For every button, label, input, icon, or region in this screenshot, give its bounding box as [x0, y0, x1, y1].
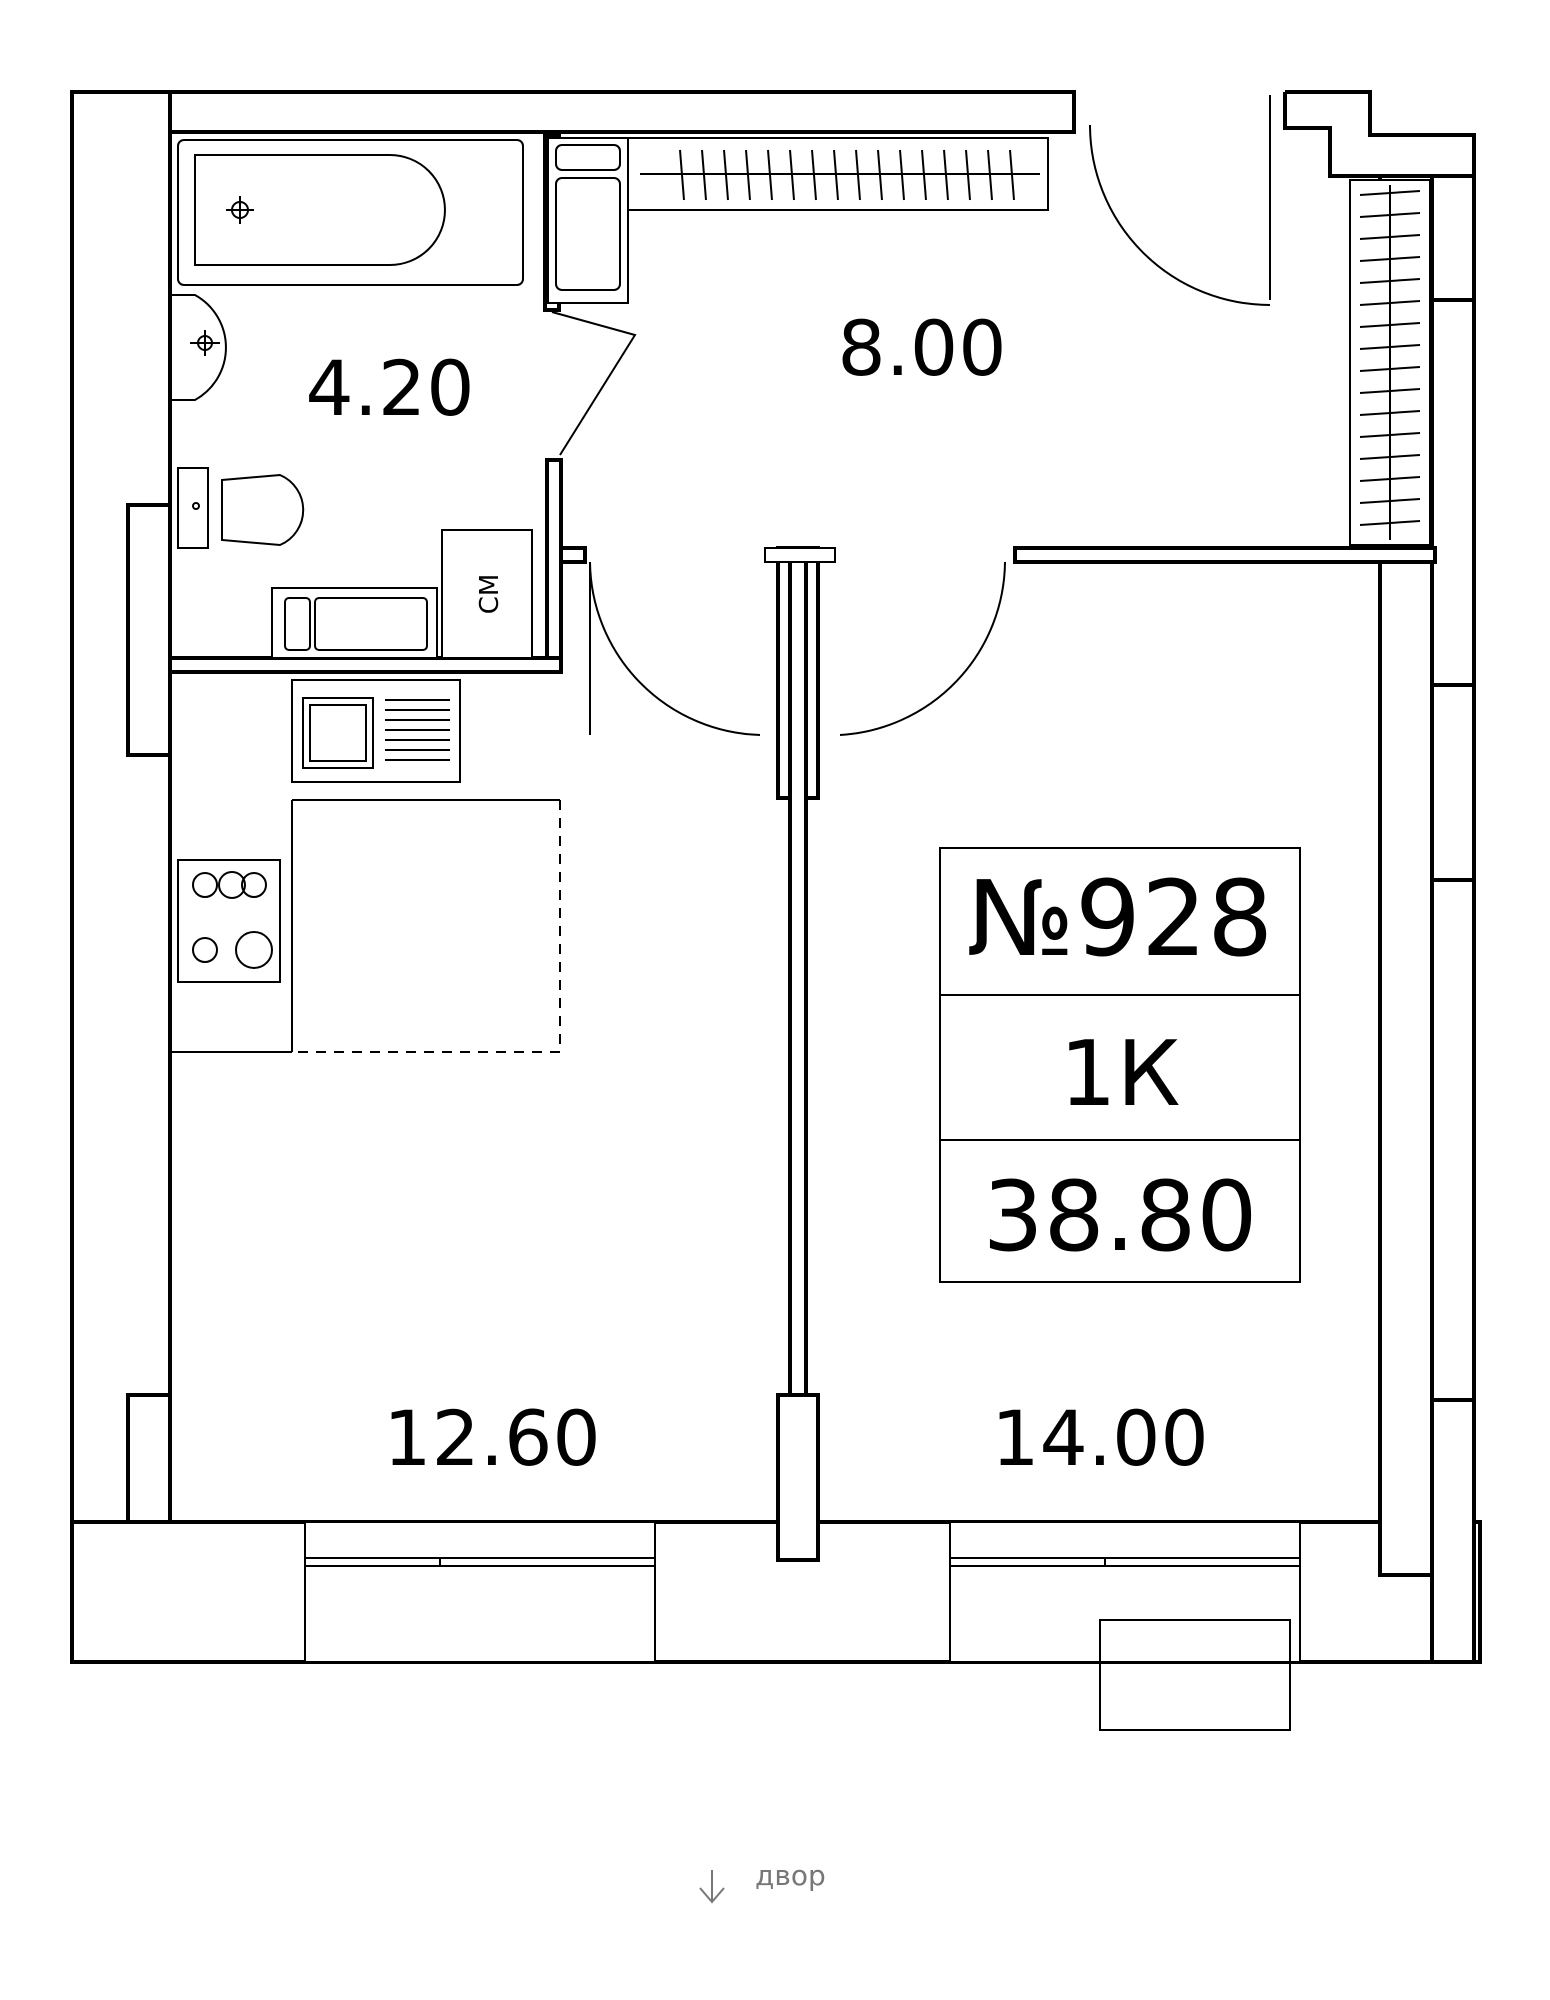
doors: [551, 95, 1271, 736]
apartment-info-box: №928 1К 38.80: [939, 847, 1301, 1283]
orientation-label: двор: [755, 1859, 826, 1892]
arrow-down-icon: [699, 1870, 725, 1904]
hallway-area: 8.00: [837, 304, 1006, 393]
apartment-number: №928: [967, 858, 1274, 980]
orientation-indicator: двор: [699, 1859, 826, 1904]
bathroom-area: 4.20: [305, 344, 474, 433]
apartment-type: 1К: [1059, 1022, 1180, 1127]
washing-machine-label: СМ: [475, 574, 505, 615]
bedroom-area: 14.00: [991, 1394, 1209, 1483]
interior-walls: [168, 133, 1437, 1562]
kitchen-area: 12.60: [383, 1394, 601, 1483]
hallway-fixtures: [547, 137, 1431, 546]
kitchen-fixtures: [170, 679, 561, 1053]
bathroom-fixtures: СМ: [169, 139, 533, 659]
drainboard: [385, 699, 450, 761]
wardrobe-hatch: [1359, 185, 1421, 540]
apartment-total-area: 38.80: [983, 1161, 1258, 1273]
wardrobe-hatch: [640, 149, 1040, 201]
bottom-windows: [304, 1521, 1301, 1731]
